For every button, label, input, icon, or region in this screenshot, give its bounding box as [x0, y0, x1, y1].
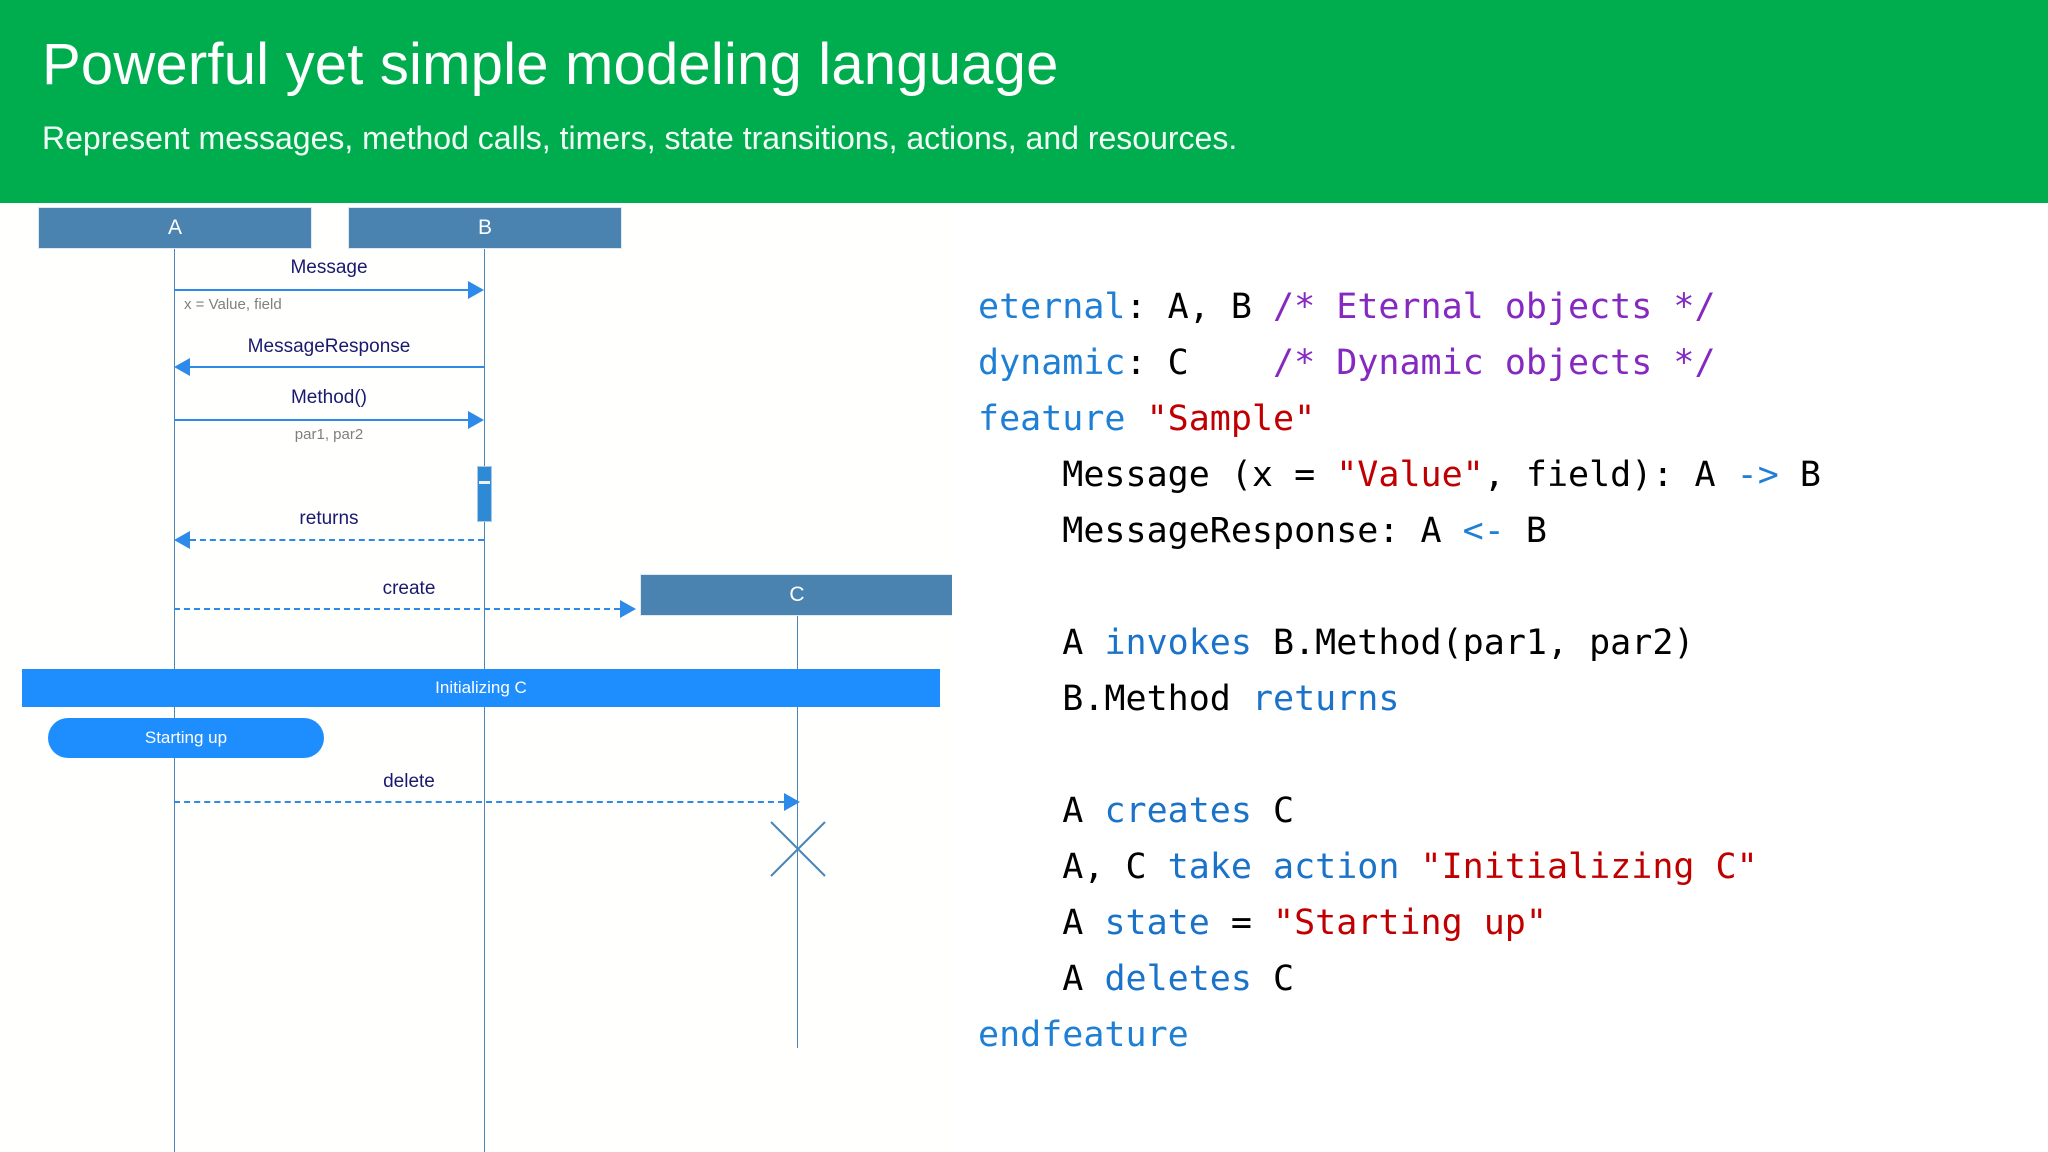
- code-token: A, C: [978, 847, 1168, 887]
- code-token: , field): A: [1483, 455, 1737, 495]
- code-token: take action: [1167, 847, 1400, 887]
- code-line: eternal: A, B /* Eternal objects */: [978, 279, 1821, 335]
- code-token: A: [978, 791, 1105, 831]
- code-token: /* Eternal objects */: [1273, 287, 1716, 327]
- code-token: C: [1251, 791, 1295, 831]
- message-arrowhead-message: [468, 281, 484, 299]
- code-token: eternal: [978, 287, 1126, 327]
- code-token: <-: [1462, 511, 1505, 551]
- message-arrowhead-returns: [174, 531, 190, 549]
- action-bar-label: Initializing C: [435, 678, 527, 697]
- code-token: ->: [1736, 455, 1779, 495]
- code-token: B: [1778, 455, 1821, 495]
- object-box-c[interactable]: C: [640, 574, 952, 616]
- code-token: returns: [1251, 679, 1400, 719]
- page-title: Powerful yet simple modeling language: [42, 32, 1059, 97]
- code-line: A, C take action "Initializing C": [978, 839, 1821, 895]
- message-arrow-delete: [174, 801, 784, 803]
- code-line: A invokes B.Method(par1, par2): [978, 615, 1821, 671]
- code-token: : A, B: [1125, 287, 1274, 327]
- code-token: : C: [1125, 343, 1274, 383]
- message-arrow-message: [174, 289, 468, 291]
- code-token: "Sample": [1146, 399, 1316, 439]
- code-token: "Value": [1336, 455, 1484, 495]
- message-label-create: create: [382, 578, 436, 599]
- page-subtitle: Represent messages, method calls, timers…: [42, 120, 1238, 156]
- state-pill-starting-up[interactable]: Starting up: [48, 718, 324, 758]
- object-box-a[interactable]: A: [38, 207, 312, 249]
- code-token: =: [1209, 903, 1274, 943]
- code-token: endfeature: [978, 1015, 1189, 1055]
- code-line: feature "Sample": [978, 391, 1821, 447]
- message-arrowhead-create: [620, 600, 636, 618]
- code-token: [1399, 847, 1420, 887]
- termination-x-icon: [770, 821, 826, 877]
- message-label-method: Method(): [290, 387, 368, 408]
- code-line: A creates C: [978, 783, 1821, 839]
- code-listing-panel: eternal: A, B /* Eternal objects */dynam…: [952, 203, 2048, 1152]
- code-token: A: [978, 903, 1105, 943]
- code-line: endfeature: [978, 1007, 1821, 1063]
- code-token: [1126, 399, 1147, 439]
- object-label-c: C: [789, 583, 805, 606]
- code-line: A deletes C: [978, 951, 1821, 1007]
- object-label-b: B: [477, 216, 492, 239]
- lifeline-c: [797, 616, 798, 1048]
- code-token: A: [978, 959, 1105, 999]
- code-token: creates: [1104, 791, 1252, 831]
- code-token: "Starting up": [1273, 903, 1547, 943]
- message-arrowhead-method: [468, 411, 484, 429]
- message-label-message: Message: [290, 257, 368, 278]
- code-token: invokes: [1104, 623, 1252, 663]
- code-token: A: [978, 623, 1105, 663]
- object-box-b[interactable]: B: [348, 207, 622, 249]
- code-line: B.Method returns: [978, 671, 1821, 727]
- code-token: state: [1104, 903, 1210, 943]
- code-line: A state = "Starting up": [978, 895, 1821, 951]
- code-line: MessageResponse: A <- B: [978, 503, 1821, 559]
- code-token: B.Method: [978, 679, 1252, 719]
- code-line: dynamic: C /* Dynamic objects */: [978, 335, 1821, 391]
- message-arrow-returns: [190, 539, 484, 541]
- code-token: B: [1504, 511, 1547, 551]
- code-token: MessageResponse: A: [978, 511, 1463, 551]
- code-line: [978, 727, 1821, 783]
- activation-bar-b: [477, 466, 492, 522]
- code-token: /* Dynamic objects */: [1273, 343, 1716, 383]
- code-listing[interactable]: eternal: A, B /* Eternal objects */dynam…: [978, 279, 1821, 1063]
- code-token: B.Method(par1, par2): [1251, 623, 1695, 663]
- message-label-delete: delete: [383, 771, 435, 792]
- sequence-diagram-panel: A B C Message x = Value, field MessageRe…: [0, 203, 952, 1152]
- code-line: Message (x = "Value", field): A -> B: [978, 447, 1821, 503]
- code-token: dynamic: [978, 343, 1126, 383]
- code-token: feature: [978, 399, 1126, 439]
- message-label-returns: returns: [299, 508, 359, 529]
- message-label-messageresponse: MessageResponse: [247, 336, 411, 357]
- activation-divider: [479, 481, 490, 484]
- code-token: C: [1251, 959, 1295, 999]
- code-token: Message (x =: [978, 455, 1337, 495]
- action-bar-initializing-c[interactable]: Initializing C: [22, 669, 940, 707]
- message-annotation-method: par1, par2: [294, 426, 364, 443]
- message-arrowhead-delete: [784, 793, 800, 811]
- code-token: deletes: [1104, 959, 1252, 999]
- code-line: [978, 559, 1821, 615]
- message-arrowhead-messageresponse: [174, 358, 190, 376]
- message-annotation-message: x = Value, field: [184, 296, 282, 313]
- message-arrow-create: [174, 608, 620, 610]
- header-banner: Powerful yet simple modeling language Re…: [0, 0, 2048, 203]
- state-pill-label: Starting up: [144, 728, 228, 747]
- sequence-diagram-canvas: A B C Message x = Value, field MessageRe…: [0, 203, 952, 1152]
- message-arrow-messageresponse: [190, 366, 484, 368]
- object-label-a: A: [167, 216, 182, 239]
- code-token: "Initializing C": [1420, 847, 1758, 887]
- message-arrow-method: [174, 419, 468, 421]
